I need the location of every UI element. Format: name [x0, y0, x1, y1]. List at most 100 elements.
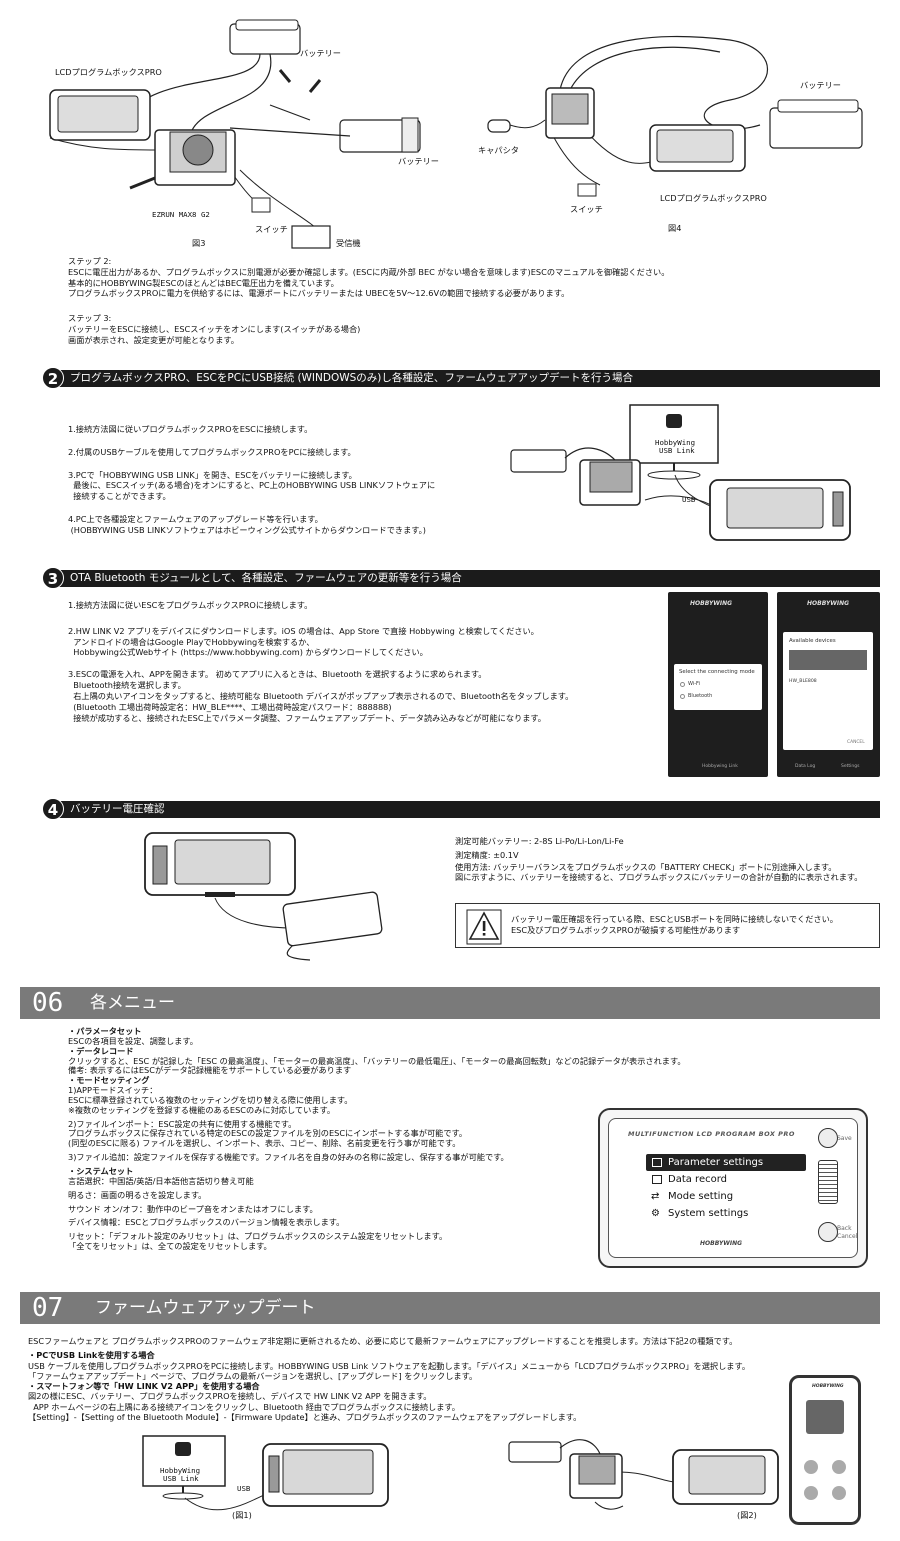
- cancel-button[interactable]: CANCEL: [847, 740, 865, 745]
- section-3-number: 3: [42, 567, 64, 589]
- menu-system-settings[interactable]: System settings ⚙: [646, 1205, 806, 1222]
- app-screen-mode-select: HOBBYWING Select the connecting mode Wi-…: [668, 592, 768, 777]
- fig4-caption: 図4: [668, 223, 682, 233]
- fig4-battery-label: バッテリー: [800, 80, 841, 90]
- menu-parameter-settings[interactable]: Parameter settings: [646, 1154, 806, 1171]
- fig3-switch: [251, 197, 271, 213]
- back-button[interactable]: [818, 1222, 838, 1242]
- warning-line: バッテリー電圧確認を行っている際、ESCとUSBポートを同時に接続しないでくださ…: [511, 914, 838, 924]
- step3-title: ステップ 3:: [68, 313, 112, 323]
- section-3-step: 右上隅の丸いアイコンをタップすると、接続可能な Bluetooth デバイスがポ…: [68, 690, 574, 701]
- menu-description-line: ・パラメータセット: [68, 1026, 142, 1036]
- phone-app-icon[interactable]: [832, 1460, 846, 1474]
- device-brand: HOBBYWING: [700, 1240, 743, 1247]
- back-label: Back: [837, 1225, 852, 1232]
- menu-description-line: 備考: 表示するにはESCがデータ記録機能をサポートしている必要があります: [68, 1065, 352, 1076]
- section-4-line: 図に示すように、バッテリーを接続すると、プログラムボックスにバッテリーの合計が自…: [455, 872, 863, 883]
- gear-icon: ⚙: [651, 1208, 660, 1219]
- tab-settings[interactable]: Settings: [841, 764, 860, 769]
- section-4-line: 測定精度: ±0.1V: [455, 849, 519, 860]
- warning-line: ESC及びプログラムボックスPROが破損する可能性があります: [511, 925, 741, 935]
- fig3-battery-top: [229, 19, 301, 55]
- dialog-title: Select the connecting mode: [679, 669, 755, 675]
- app-brand: HOBBYWING: [690, 600, 733, 607]
- section-3-step: 1.接続方法図に従いESCをプログラムボックスPROに接続します。: [68, 600, 313, 610]
- tab-data-log[interactable]: Data Log: [795, 764, 816, 769]
- fig1-monitor: [142, 1435, 226, 1500]
- fig1-lcd-box: [262, 1443, 389, 1507]
- fig3-switch-label: スイッチ: [255, 224, 288, 234]
- fig3-battery-right-label: バッテリー: [398, 156, 439, 166]
- phone-app-icon[interactable]: [804, 1460, 818, 1474]
- step2-line: ESCに電圧出力があるか、プログラムボックスに別電源が必要か確認します。(ESC…: [68, 266, 670, 277]
- fig4-battery: [769, 99, 863, 149]
- app-screen-devices: HOBBYWING Available devices HW_BLE808 CA…: [777, 592, 880, 777]
- bluetooth-option[interactable]: Bluetooth: [688, 693, 713, 699]
- fig3-esc: [129, 129, 236, 190]
- data-record-label: Data record: [668, 1174, 727, 1185]
- fig1-illustration: [142, 1435, 389, 1511]
- firmware-description-line: USB ケーブルを使用しプログラムボックスPROをPCに接続します。HOBBYW…: [28, 1360, 751, 1371]
- device-header: MULTIFUNCTION LCD PROGRAM BOX PRO: [628, 1130, 795, 1138]
- menu-data-record[interactable]: Data record: [646, 1171, 806, 1188]
- wifi-option[interactable]: Wi-Fi: [688, 681, 700, 687]
- section-2-step: 3.PCで「HOBBYWING USB LINK」を開き、ESCをバッテリーに接…: [68, 469, 357, 480]
- section-3-step: 2.HW LINK V2 アプリをデバイスにダウンロードします。iOS の場合は…: [68, 625, 539, 636]
- section-06-header: 06 各メニュー: [20, 987, 880, 1019]
- fig4-lcd-label: LCDプログラムボックスPRO: [660, 193, 767, 203]
- section-07-title: ファームウェアアップデート: [95, 1298, 316, 1318]
- fig4-capacitor-label: キャパシタ: [478, 145, 519, 155]
- firmware-description-line: 図2の様にESC、バッテリー、プログラムボックスPROを接続し、デバイスで HW…: [28, 1391, 432, 1402]
- firmware-description-line: 「ファームウェアアップデート」ページで、プログラムの最新バージョンを選択し、[ア…: [28, 1370, 478, 1381]
- phone-app-icon[interactable]: [832, 1486, 846, 1500]
- section-06-number: 06: [32, 988, 64, 1018]
- menu-description-line: ・データレコード: [68, 1045, 134, 1056]
- fig3-illustration: [49, 19, 421, 249]
- section-2-title: プログラムボックスPRO、ESCをPCにUSB接続 (WINDOWSのみ)し各種…: [70, 372, 634, 384]
- connect-mode-dialog: Select the connecting mode Wi-Fi Bluetoo…: [674, 664, 762, 710]
- section-3-step: Hobbywing公式Webサイト (https://www.hobbywing…: [68, 647, 428, 658]
- system-settings-label: System settings: [668, 1208, 749, 1219]
- section-2-step: (HOBBYWING USB LINKソフトウェアはホビーウィング公式サイトから…: [68, 524, 426, 535]
- menu-description-line: 2)ファイルインポート：ESC設定の共有に使用する機能です。: [68, 1118, 297, 1129]
- section-4-battery: [282, 891, 383, 947]
- menu-description-line: 3)ファイル追加：設定ファイルを保存する機能です。ファイル名を自身の好みの名称に…: [68, 1152, 509, 1163]
- fig4-illustration: [487, 35, 863, 197]
- fig3-esc-label: EZRUN MAX8 G2: [152, 210, 210, 219]
- save-button[interactable]: [818, 1128, 838, 1148]
- monitor-label: USB Link: [659, 446, 695, 455]
- fig4-capacitor: [487, 119, 511, 133]
- fig1-monitor-label: USB Link: [163, 1474, 199, 1483]
- menu-description-line: デバイス情報：ESCとプログラムボックスのバージョン情報を表示します。: [68, 1217, 345, 1228]
- scan-banner: [789, 650, 867, 670]
- section-07-header: 07 ファームウェアアップデート: [20, 1292, 880, 1324]
- device-item[interactable]: HW_BLE808: [789, 679, 817, 684]
- phone-esc-image: [806, 1400, 844, 1434]
- step2-line: プログラムボックスPROに電力を供給するには、電源ポートにバッテリーまたは UB…: [68, 288, 570, 299]
- fig3-battery-right: [339, 117, 421, 153]
- firmware-description-line: ESCファームウェアと プログラムボックスPROのファームウェア非定期に更新され…: [28, 1336, 738, 1346]
- radio-wifi[interactable]: [680, 682, 685, 687]
- menu-description-line: プログラムボックスに保存されている特定のESCの設定ファイルを別のESCにインポ…: [68, 1128, 468, 1139]
- phone-app-icon[interactable]: [804, 1486, 818, 1500]
- section-2-number: 2: [42, 367, 64, 389]
- usb-label: USB: [682, 495, 696, 504]
- section-4-number: 4: [42, 798, 64, 820]
- fig2-illustration: [508, 1439, 779, 1510]
- firmware-description-line: ・スマートフォン等で「HW LINK V2 APP」を使用する場合: [28, 1381, 260, 1391]
- fig4-switch-label: スイッチ: [570, 204, 603, 214]
- section-3-header: OTA Bluetooth モジュールとして、各種設定、ファームウェアの更新等を…: [48, 570, 880, 587]
- section-4-line: 使用方法: バッテリーバランスをプログラムボックスの「BATTERY CHECK…: [455, 861, 837, 872]
- monitor-label: HobbyWing: [655, 438, 696, 447]
- menu-mode-setting[interactable]: Mode setting ⇄: [646, 1188, 806, 1205]
- radio-bluetooth[interactable]: [680, 694, 685, 699]
- scroll-wheel[interactable]: [818, 1160, 838, 1204]
- fig2-esc: [569, 1453, 623, 1499]
- app-brand: HOBBYWING: [807, 600, 850, 607]
- menu-description-line: (同型のESCに限る) ファイルを選択し、インポート、表示、コピー、削除、名前変…: [68, 1138, 461, 1149]
- section-3-steps: 1.接続方法図に従いESCをプログラムボックスPROに接続します。 2.HW L…: [68, 600, 573, 723]
- warning-box: バッテリー電圧確認を行っている際、ESCとUSBポートを同時に接続しないでくださ…: [455, 903, 880, 948]
- menu-description-line: クリックすると、ESC が記録した「ESC の最高温度」、「モーターの最高温度」…: [68, 1055, 686, 1066]
- pc-monitor: [629, 404, 719, 480]
